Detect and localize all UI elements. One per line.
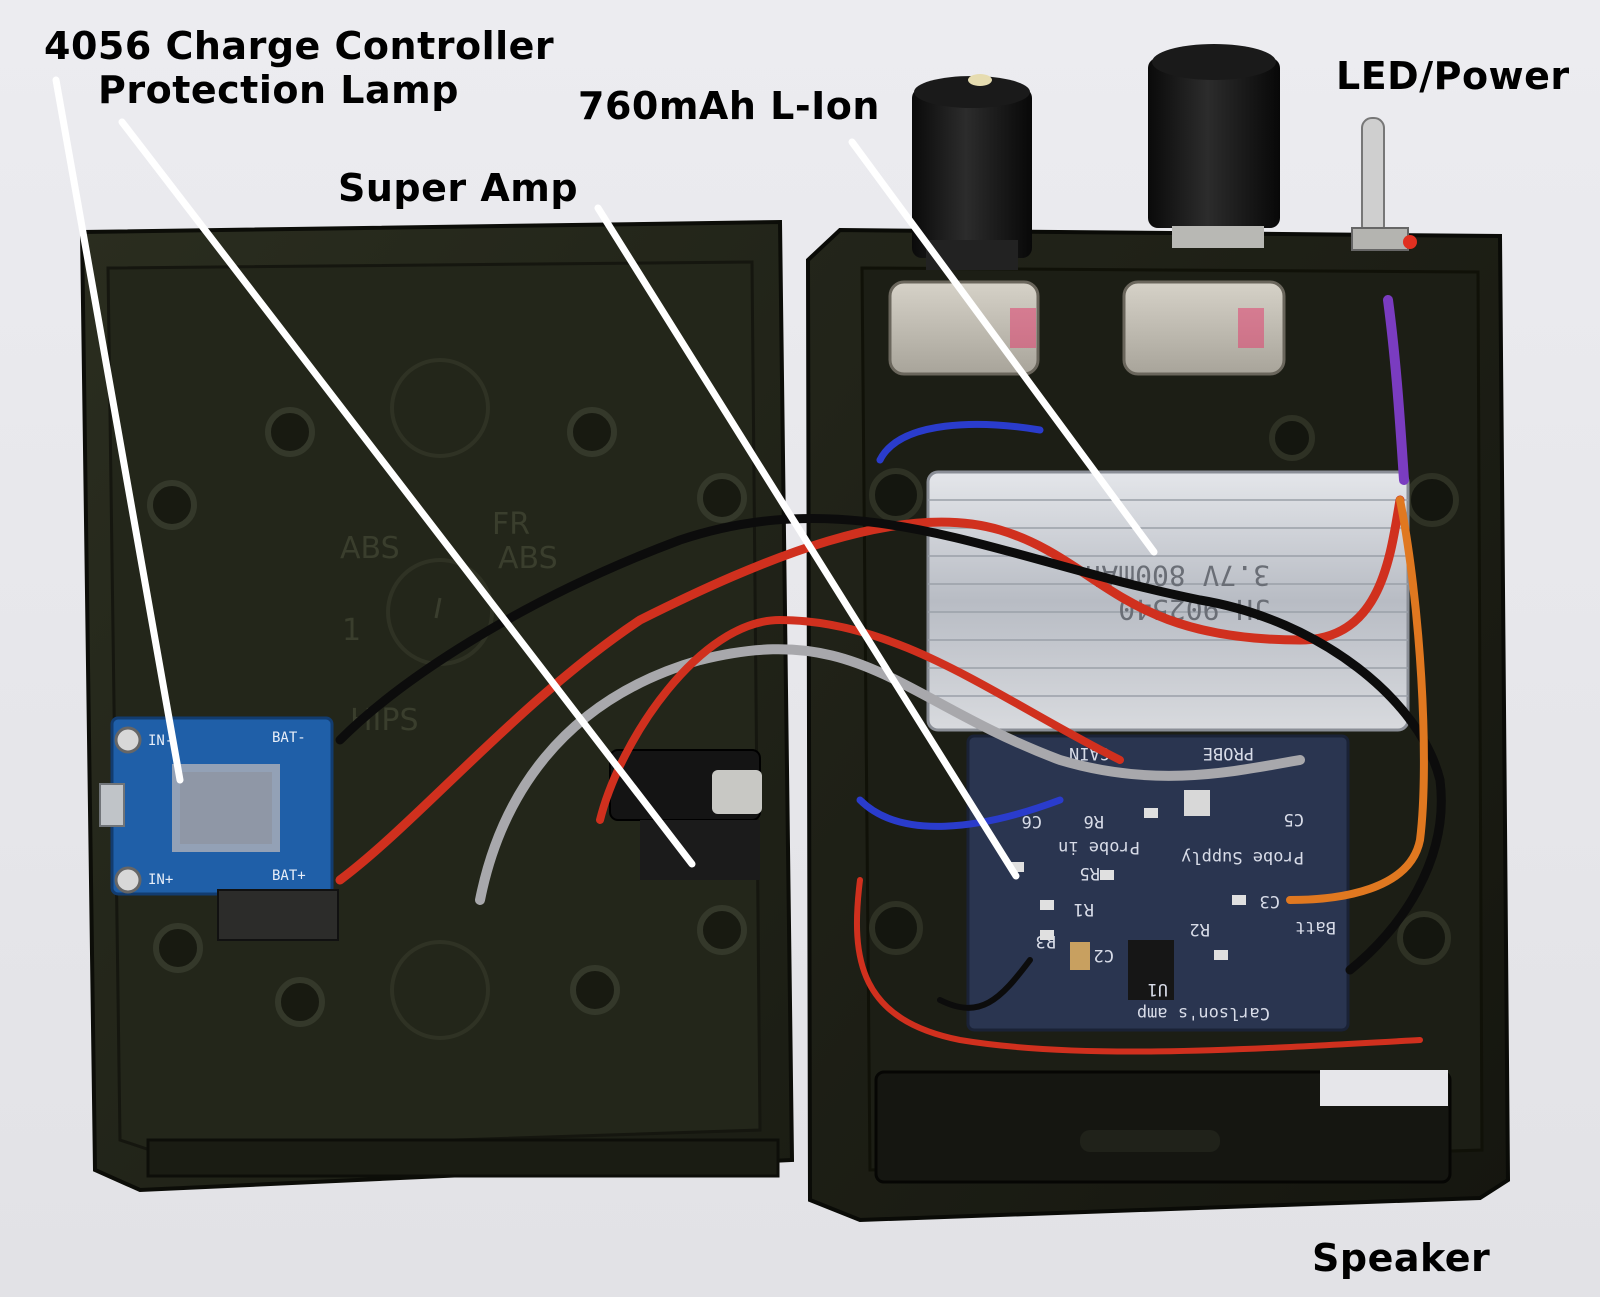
charger-bat-pos-label: BAT+ <box>272 868 306 884</box>
pcb-r1-label: R1 <box>1074 899 1094 919</box>
left-enclosure-half: ABS FR ABS 1 HIPS <box>79 219 795 1193</box>
charger-bat-neg-label: BAT- <box>272 730 306 746</box>
amplifier-pcb: GAIN PROBE Probe in Probe Supply Batt Ca… <box>966 734 1350 1032</box>
pcb-probe-in-label: Probe in <box>1058 837 1140 857</box>
pcb-c2-label: C2 <box>1094 945 1114 965</box>
led-power-switch <box>1351 117 1417 251</box>
leader-line-super-amp <box>594 204 1020 880</box>
abs-marking-right: ABS <box>498 541 558 576</box>
speaker <box>874 1070 1452 1184</box>
pcb-c6-label: C6 <box>1022 811 1042 831</box>
charger-in-pos-label: IN+ <box>148 872 173 888</box>
pcb-r6-label: R6 <box>1084 811 1104 831</box>
leader-line-charge-controller <box>52 76 184 784</box>
battery-print-line2: 3.7V 800mAh <box>1085 559 1270 592</box>
charger-board: IN- IN+ BAT- BAT+ <box>99 716 339 941</box>
led-power-label: LED/Power <box>1336 54 1570 98</box>
speaker-label: Speaker <box>1312 1236 1491 1280</box>
charger-in-neg-label: IN- <box>148 733 173 749</box>
volume-knob <box>912 74 1032 270</box>
potentiometers <box>888 280 1286 376</box>
pcb-probe-label: PROBE <box>1203 743 1254 763</box>
leader-line-protection-lamp <box>118 118 696 868</box>
fr-marking: FR <box>492 507 530 542</box>
leader-line-battery <box>848 138 1158 556</box>
lithium-ion-battery: JH 902540 3.7V 800mAh <box>926 470 1410 732</box>
pcb-c5-label: C5 <box>1284 809 1304 829</box>
wires <box>335 295 1446 1055</box>
gain-knob <box>1148 44 1280 248</box>
pcb-probe-supply-label: Probe Supply <box>1181 847 1304 867</box>
pcb-c3-label: C3 <box>1260 891 1280 911</box>
abs-marking-left: ABS <box>340 531 400 566</box>
charge-controller-label: 4056 Charge Controller <box>44 24 555 68</box>
protection-lamp-label: Protection Lamp <box>98 68 459 112</box>
pcb-batt-label: Batt <box>1295 917 1336 937</box>
pcb-u1-label: U1 <box>1148 979 1168 999</box>
leader-lines <box>52 76 1158 880</box>
pcb-title-label: Carlson's amp <box>1137 1003 1270 1023</box>
battery-label: 760mAh L-Ion <box>578 84 880 128</box>
pcb-r5-label: R5 <box>1080 863 1100 883</box>
super-amp-label: Super Amp <box>338 166 579 210</box>
number-marking: 1 <box>342 613 361 648</box>
pcb-r2-label: R2 <box>1190 919 1210 939</box>
